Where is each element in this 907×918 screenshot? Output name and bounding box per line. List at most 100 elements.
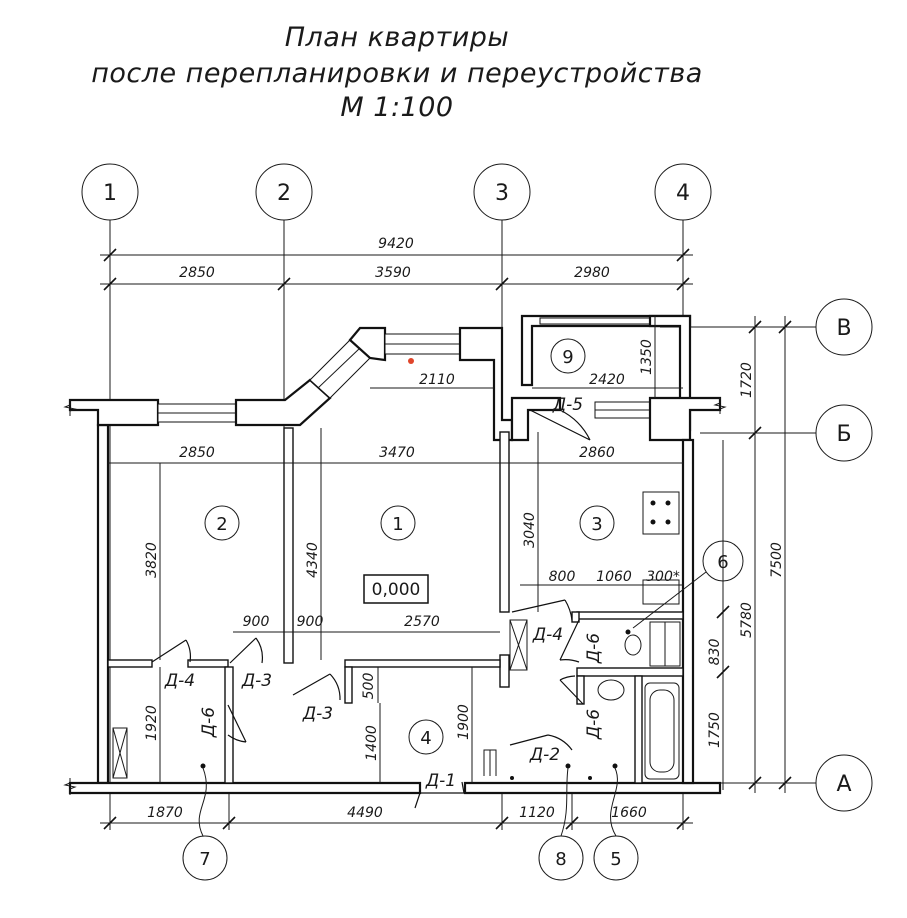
door-label-d1: Д-1	[425, 771, 456, 791]
dim-room2-height: 3820	[144, 542, 160, 578]
dim-right-1750: 1750	[707, 712, 723, 748]
dim-right-1720: 1720	[739, 362, 755, 398]
room-bubble-4	[408, 719, 444, 755]
dim-top-seg-1: 2850	[179, 265, 215, 281]
axis-markers-vertical: 1 2 3 4	[81, 163, 712, 830]
dim-window-living: 2110	[419, 372, 455, 388]
cabinet-hall	[509, 619, 528, 671]
door-d4-kitchen	[511, 599, 573, 621]
dim-bottom-1660: 1660	[611, 805, 647, 821]
dim-bottom-4490: 4490	[347, 805, 383, 821]
axis-label-2: 2	[277, 181, 291, 206]
room-number-5: 5	[610, 849, 621, 870]
dim-inner-kitchen: 2860	[579, 445, 615, 461]
dim-bottom-1870: 1870	[147, 805, 183, 821]
dim-right-5780: 5780	[739, 602, 755, 638]
internal-dimensions: 2850 3470 2860 2110 2420 3820 4340 3040 …	[108, 316, 683, 783]
dim-right-830: 830	[707, 639, 723, 666]
door-d6-wc	[559, 619, 580, 663]
door-label-d6-bath: Д-6	[584, 709, 604, 740]
dim-total-width: 9420	[378, 236, 414, 252]
door-labels: Д-4 Д-3 Д-6 Д-3 Д-1 Д-2 Д-4 Д-5 Д-6 Д-6	[164, 395, 604, 791]
door-d1-entrance	[414, 781, 465, 809]
door-d3-room1	[292, 673, 341, 701]
room-bubble-1	[380, 505, 416, 541]
dim-corridor-2570: 2570	[404, 614, 440, 630]
axis-label-b: Б	[836, 422, 851, 447]
bath-sink-icon	[597, 679, 625, 701]
dim-corridor-900b: 900	[297, 614, 324, 630]
door-label-d4-room2: Д-4	[164, 671, 195, 691]
dim-bottom-1120: 1120	[519, 805, 555, 821]
marker-dot	[408, 358, 414, 364]
dim-right-7500: 7500	[769, 542, 785, 578]
room-number-3: 3	[591, 514, 602, 535]
door-label-d3-room1: Д-3	[302, 704, 333, 724]
bathtub-icon	[644, 682, 680, 780]
dim-inner-room1: 3470	[379, 445, 415, 461]
door-label-d4-kitchen: Д-4	[532, 625, 563, 645]
door-label-d6-room7: Д-6	[199, 707, 219, 738]
dim-hall-1900: 1900	[456, 704, 472, 740]
dim-room7-height: 1920	[144, 705, 160, 741]
kitchen-sink-icon	[642, 579, 680, 605]
dim-kitchen-1060: 1060	[596, 569, 632, 585]
dim-kitchen-height: 3040	[522, 512, 538, 548]
dim-hall-1400: 1400	[364, 725, 380, 761]
dim-top-seg-2: 3590	[375, 265, 411, 281]
dim-inner-room2: 2850	[179, 445, 215, 461]
dim-balcony-depth: 1350	[639, 339, 655, 375]
wall-break-marks	[63, 398, 727, 795]
room-number-6: 6	[717, 552, 728, 573]
axis-label-v: В	[836, 316, 851, 341]
door-d6-room7	[227, 704, 247, 743]
room-number-9: 9	[562, 347, 573, 368]
axis-label-3: 3	[495, 181, 509, 206]
room-number-7: 7	[199, 849, 210, 870]
door-d5-balcony	[529, 409, 591, 441]
title-line-1: План квартиры	[285, 22, 509, 53]
room-bubble-7	[182, 835, 228, 881]
axis-label-1: 1	[103, 181, 117, 206]
level-mark-box	[363, 574, 429, 604]
right-dimension-chain: 1720 7500 5780 830 1750	[707, 316, 792, 793]
dim-balcony: 2420	[589, 372, 625, 388]
internal-partitions	[107, 427, 684, 784]
room-bubble-2	[204, 505, 240, 541]
door-d4-room2	[151, 639, 192, 663]
room-number-1: 1	[392, 514, 403, 535]
dim-kitchen-300: 300*	[646, 569, 680, 585]
external-walls	[68, 314, 722, 795]
room-numbers: 2 1 3 4 9 6 7 8 5	[182, 338, 744, 881]
door-label-d3-room2: Д-3	[241, 671, 272, 691]
axis-label-a: А	[836, 772, 851, 797]
toilet-icon	[624, 634, 642, 656]
level-mark: 0,000	[372, 580, 421, 600]
dim-hall-500: 500	[361, 673, 377, 700]
dim-top-seg-3: 2980	[574, 265, 610, 281]
door-d2	[509, 734, 573, 751]
bottom-dimension-chain: 1870 4490 1120 1660	[100, 805, 693, 830]
room-number-2: 2	[216, 514, 227, 535]
title-line-2: после перепланировки и переустройства	[91, 58, 703, 89]
dim-corridor-900a: 900	[243, 614, 270, 630]
dim-kitchen-800: 800	[549, 569, 576, 585]
cabinet-room7	[112, 727, 128, 779]
room-bubble-3	[579, 505, 615, 541]
towel-dryer-icon	[483, 749, 497, 776]
room-number-4: 4	[420, 728, 431, 749]
axis-label-4: 4	[676, 181, 690, 206]
room-number-8: 8	[555, 849, 566, 870]
room-bubble-6	[702, 540, 744, 582]
stove-icon	[642, 491, 680, 535]
door-d6-bath	[559, 675, 584, 705]
title-scale: М 1:100	[340, 92, 453, 123]
room-bubble-9	[550, 338, 586, 374]
door-d3-room2	[229, 637, 263, 664]
dim-room1-height: 4340	[305, 542, 321, 578]
fixtures	[112, 358, 681, 780]
door-label-d2: Д-2	[529, 745, 560, 765]
door-label-d6-wc: Д-6	[584, 633, 604, 664]
door-label-d5: Д-5	[552, 395, 583, 415]
